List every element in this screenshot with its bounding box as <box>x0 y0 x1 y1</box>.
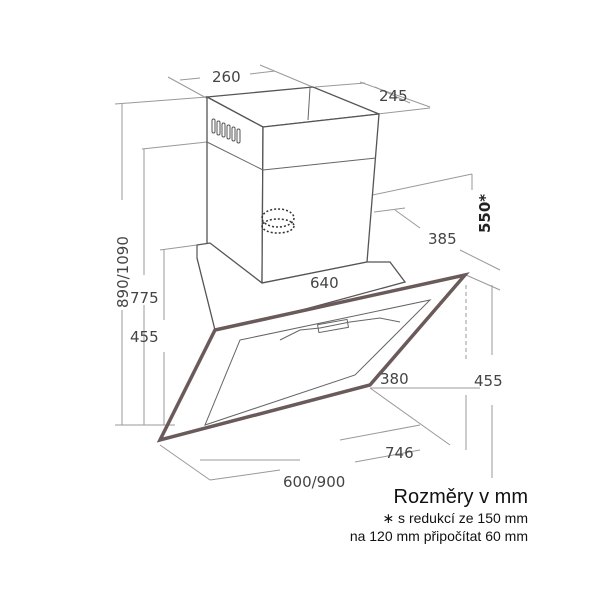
vent-slots <box>211 118 241 144</box>
label-height-775: 775 <box>130 289 159 307</box>
label-base-width: 640 <box>310 274 339 292</box>
legend: Rozměry v mm ∗ s redukcí ze 150 mm na 12… <box>350 486 528 545</box>
hood-body <box>196 242 407 331</box>
label-height-380: 380 <box>380 370 409 388</box>
label-glass-width: 746 <box>385 444 414 462</box>
label-hood-width: 600/900 <box>283 473 345 491</box>
dimension-labels: 260 245 550* 385 640 890/1090 775 455 38… <box>114 68 503 491</box>
legend-title: Rozměry v mm <box>393 486 528 508</box>
legend-note-line2: na 120 mm připočítat 60 mm <box>349 528 528 544</box>
label-height-455-right: 455 <box>474 372 503 390</box>
label-reduction-height: 550* <box>476 194 494 233</box>
label-total-height: 890/1090 <box>114 236 132 308</box>
label-chimney-depth: 245 <box>379 87 408 105</box>
exhaust-outlet <box>261 208 295 228</box>
label-chimney-width: 260 <box>212 68 241 86</box>
legend-note-line1: ∗ s redukcí ze 150 mm <box>382 510 528 526</box>
glass-panel <box>156 272 470 443</box>
label-depth-385: 385 <box>428 230 457 248</box>
chimney <box>204 86 380 285</box>
dimension-lines <box>114 64 501 481</box>
label-height-455-left: 455 <box>130 328 159 346</box>
